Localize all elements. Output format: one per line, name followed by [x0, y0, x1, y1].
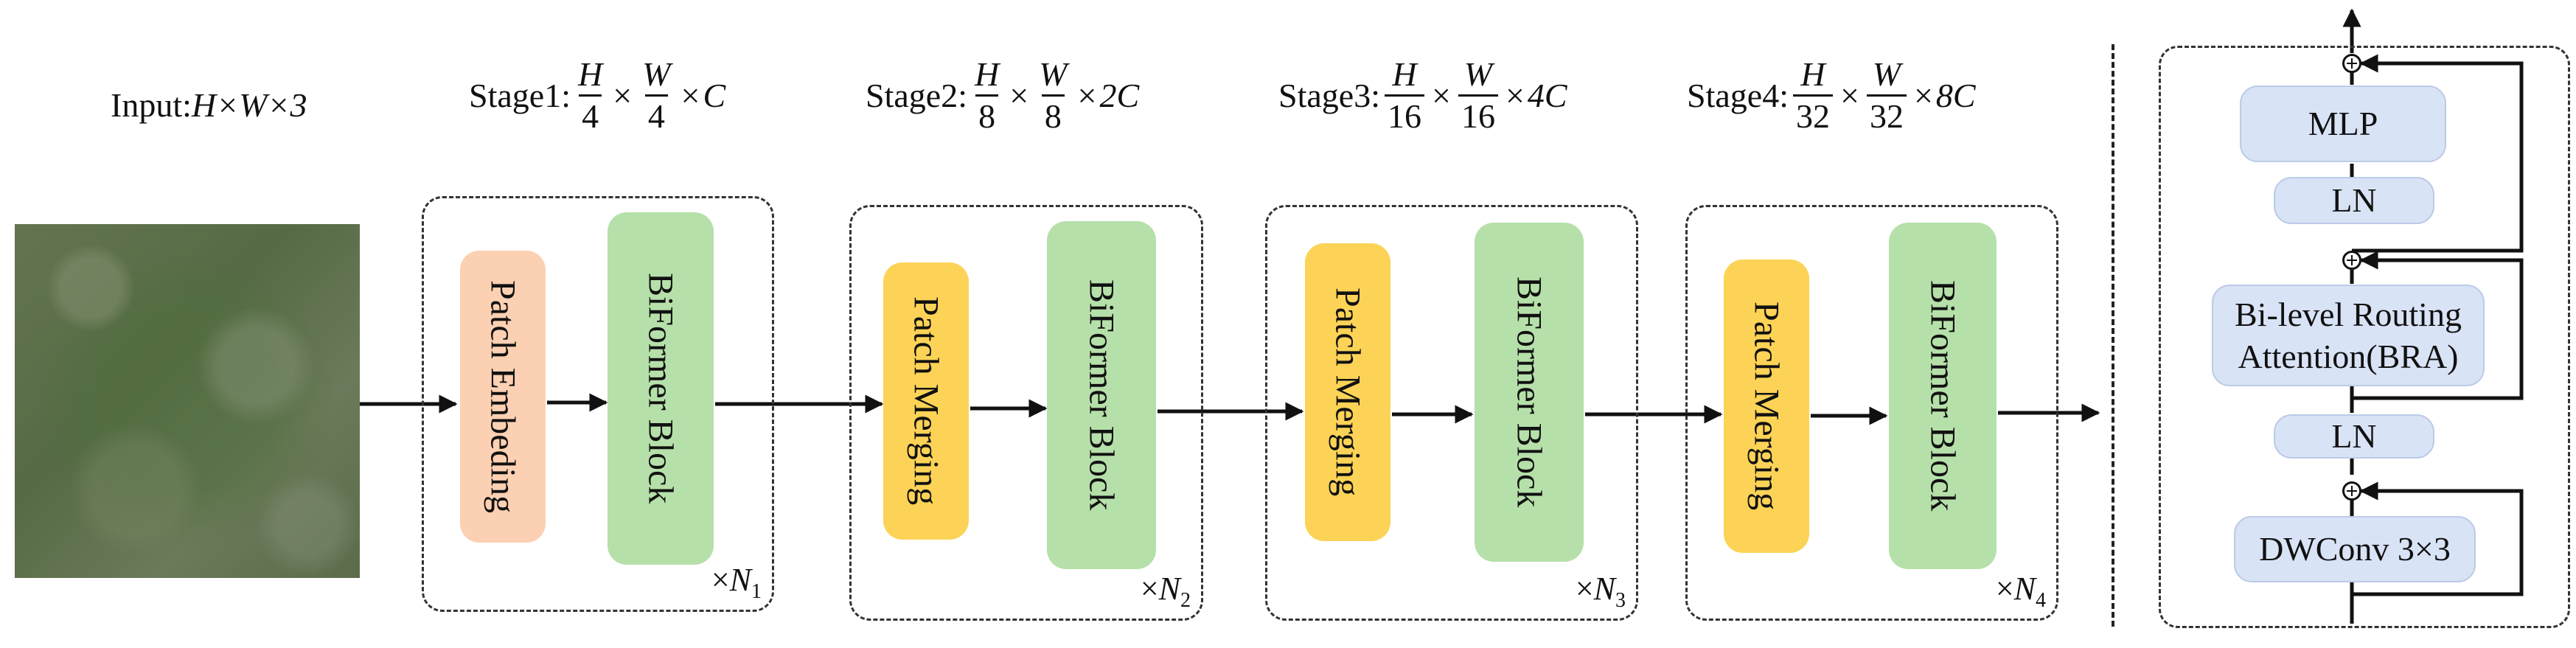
stage1-channels: C — [703, 77, 726, 114]
section-divider — [2112, 44, 2114, 627]
biformer-block-stage3-label: BiFormer Block — [1509, 276, 1549, 508]
patch-merging-block-stage3: Patch Merging — [1305, 243, 1390, 541]
stage3-name: Stage3: — [1278, 77, 1380, 114]
biformer-block-stage1: BiFormer Block — [608, 212, 714, 565]
stage2-repeat: ×N2 — [1140, 571, 1191, 612]
biformer-block-stage4-label: BiFormer Block — [1923, 280, 1963, 512]
biformer-block-stage4: BiFormer Block — [1889, 223, 1997, 569]
dwconv-label: DWConv 3×3 — [2259, 530, 2451, 568]
biformer-block-stage3: BiFormer Block — [1475, 223, 1584, 562]
stage2-box: ×N2 — [849, 205, 1203, 621]
stage3-box: ×N3 — [1265, 205, 1638, 621]
ln-top-label: LN — [2331, 181, 2377, 220]
biformer-block-stage1-label: BiFormer Block — [641, 273, 680, 504]
stage4-name: Stage4: — [1687, 77, 1789, 114]
mlp-block: MLP — [2240, 86, 2446, 162]
patch-merging-stage4-label: Patch Merging — [1747, 302, 1786, 511]
add-icon-top — [2342, 54, 2361, 73]
ln-block-top: LN — [2274, 177, 2434, 224]
stage1-name: Stage1: — [469, 77, 571, 114]
stage3-repeat: ×N3 — [1575, 571, 1626, 612]
stage2-channels: 2C — [1099, 77, 1140, 114]
patch-embedding-label: Patch Embeding — [483, 280, 523, 513]
add-icon-bottom — [2342, 481, 2361, 501]
ln-block-bottom: LN — [2274, 414, 2434, 459]
residual-bra — [2352, 251, 2524, 400]
input-image — [15, 224, 360, 578]
ln-bottom-label: LN — [2331, 417, 2377, 456]
stage4-channels: 8C — [1935, 77, 1976, 114]
patch-merging-block-stage4: Patch Merging — [1724, 259, 1809, 553]
patch-embedding-block: Patch Embeding — [460, 251, 546, 543]
biformer-block-stage2: BiFormer Block — [1047, 221, 1156, 569]
stage3-channels: 4C — [1527, 77, 1567, 114]
residual-mlp — [2352, 54, 2524, 253]
patch-merging-stage3-label: Patch Merging — [1328, 288, 1368, 497]
biformer-detail-panel — [2159, 46, 2570, 628]
patch-merging-stage2-label: Patch Merging — [906, 296, 946, 506]
stage4-box: ×N4 — [1685, 205, 2058, 621]
stage1-repeat: ×N1 — [711, 562, 762, 603]
stage1-box: ×N1 — [422, 196, 774, 612]
input-dims: H×W×3 — [191, 86, 307, 124]
dwconv-block: DWConv 3×3 — [2234, 516, 2476, 582]
residual-dwconv — [2352, 481, 2524, 596]
input-label: Input:H×W×3 — [111, 88, 307, 122]
mlp-label: MLP — [2308, 105, 2378, 143]
input-label-text: Input: — [111, 86, 192, 124]
add-icon-middle — [2342, 251, 2361, 270]
stage4-repeat: ×N4 — [1995, 571, 2046, 612]
stage2-name: Stage2: — [866, 77, 967, 114]
biformer-block-stage2-label: BiFormer Block — [1082, 279, 1121, 511]
patch-merging-block-stage2: Patch Merging — [883, 262, 969, 540]
